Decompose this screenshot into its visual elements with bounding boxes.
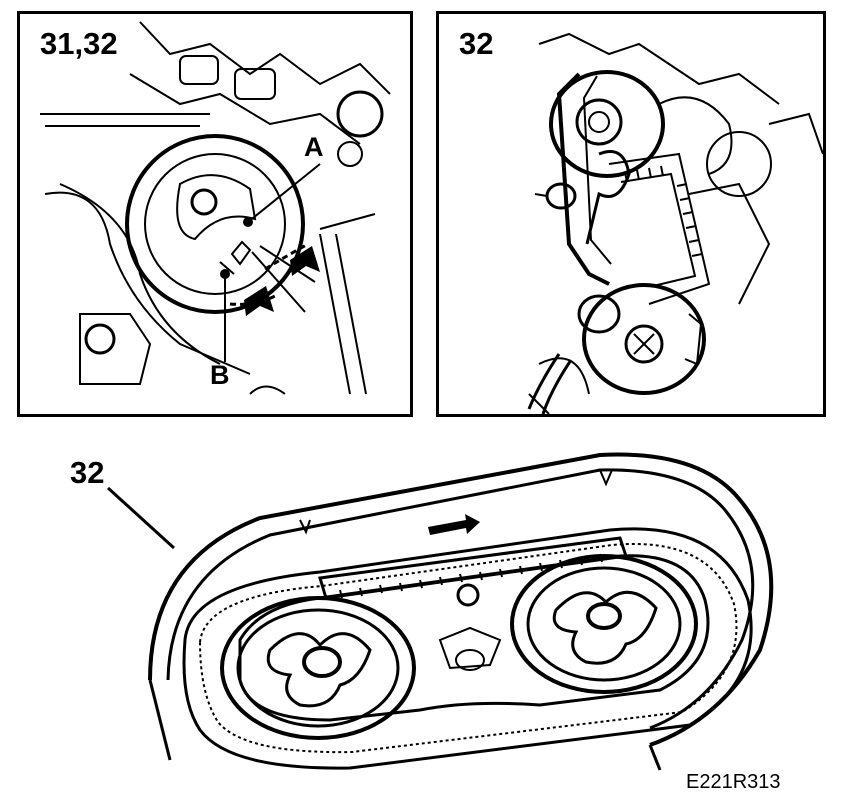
step-label-belt: 32	[70, 455, 105, 490]
detail-panel: 31,32 A B	[17, 11, 413, 417]
tensioner-tool-drawing	[527, 32, 823, 414]
tensioner-panel: 32	[436, 11, 826, 417]
arrow-lower-icon	[244, 286, 274, 316]
tensioner-detail-drawing	[40, 21, 391, 395]
point-a-marker	[243, 217, 253, 227]
figure-reference: E221R313	[686, 771, 781, 793]
step-label-tensioner: 32	[459, 26, 494, 61]
arrow-upper-icon	[290, 246, 320, 276]
belt-direction-arrow-icon	[428, 514, 480, 535]
point-b-marker	[220, 269, 230, 279]
step-label-detail: 31,32	[40, 26, 118, 61]
point-b-label: B	[210, 360, 230, 390]
point-a-label: A	[304, 132, 324, 162]
